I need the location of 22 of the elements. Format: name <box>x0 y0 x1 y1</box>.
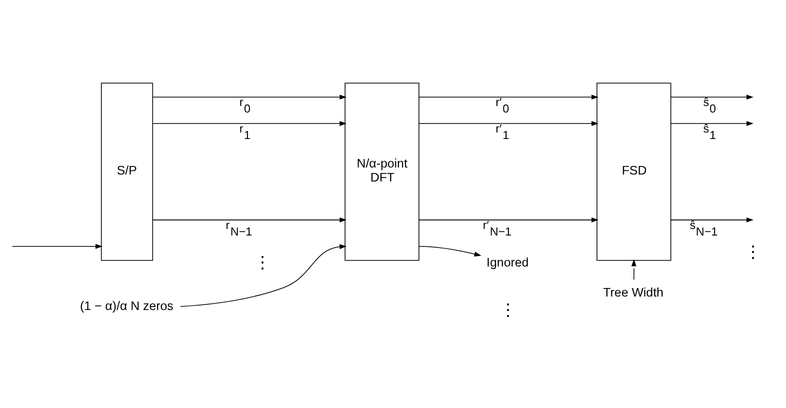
node-text: Tree Width <box>603 286 664 300</box>
arrow <box>180 244 347 307</box>
label: ⋮ <box>744 242 762 262</box>
arrow <box>418 94 599 100</box>
label: ⋮ <box>499 300 516 320</box>
node-box: FSD <box>596 82 672 261</box>
node-box: N/α-point DFT <box>344 82 420 261</box>
label: ⋮ <box>254 252 272 272</box>
arrow <box>12 244 103 249</box>
node-text: (1 − α)/α N zeros <box>80 298 174 313</box>
node-box: S/P <box>100 82 154 261</box>
arrow <box>670 94 754 100</box>
arrow <box>418 246 482 256</box>
arrow <box>152 217 347 222</box>
arrow <box>670 217 754 222</box>
arrow <box>152 121 347 126</box>
node-text: Ignored <box>486 255 529 270</box>
arrow <box>418 217 599 222</box>
arrow <box>418 121 599 126</box>
arrow <box>152 94 347 100</box>
arrow <box>631 259 636 280</box>
arrow <box>670 121 754 126</box>
